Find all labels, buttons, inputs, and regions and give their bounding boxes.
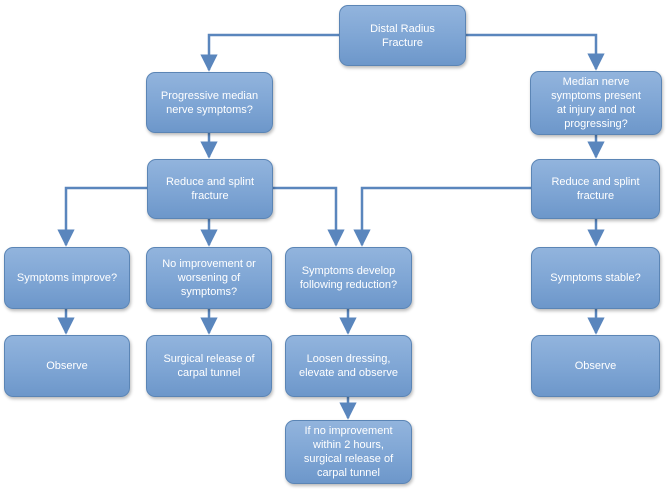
node-symptoms-improve: Symptoms improve? — [4, 247, 130, 309]
node-reduce-and-splint-left: Reduce and splint fracture — [147, 159, 273, 219]
node-progressive-median-nerve-symptoms: Progressive median nerve symptoms? — [146, 72, 273, 133]
node-observe-right: Observe — [531, 335, 660, 397]
node-symptoms-stable: Symptoms stable? — [531, 247, 660, 309]
node-if-no-improvement-within-2-hours: If no improvement within 2 hours, surgic… — [285, 420, 412, 484]
edge-reduce-right-to-develop — [353, 186, 531, 247]
edge-reduce-left-to-improve — [57, 186, 147, 247]
node-reduce-and-splint-right: Reduce and splint fracture — [531, 159, 660, 219]
node-median-nerve-symptoms-present: Median nerve symptoms present at injury … — [530, 71, 662, 135]
node-distal-radius-fracture: Distal Radius Fracture — [339, 5, 466, 66]
node-observe-left: Observe — [4, 335, 130, 397]
edge-root-to-progressive — [200, 33, 339, 72]
node-symptoms-develop-following-reduction: Symptoms develop following reduction? — [285, 247, 412, 309]
edge-root-to-present-at-injury — [466, 33, 605, 71]
edge-reduce-left-to-develop — [273, 186, 345, 247]
node-no-improvement-or-worsening: No improvement or worsening of symptoms? — [146, 247, 272, 309]
node-surgical-release-of-carpal-tunnel: Surgical release of carpal tunnel — [146, 335, 272, 397]
node-loosen-dressing: Loosen dressing, elevate and observe — [285, 335, 412, 397]
